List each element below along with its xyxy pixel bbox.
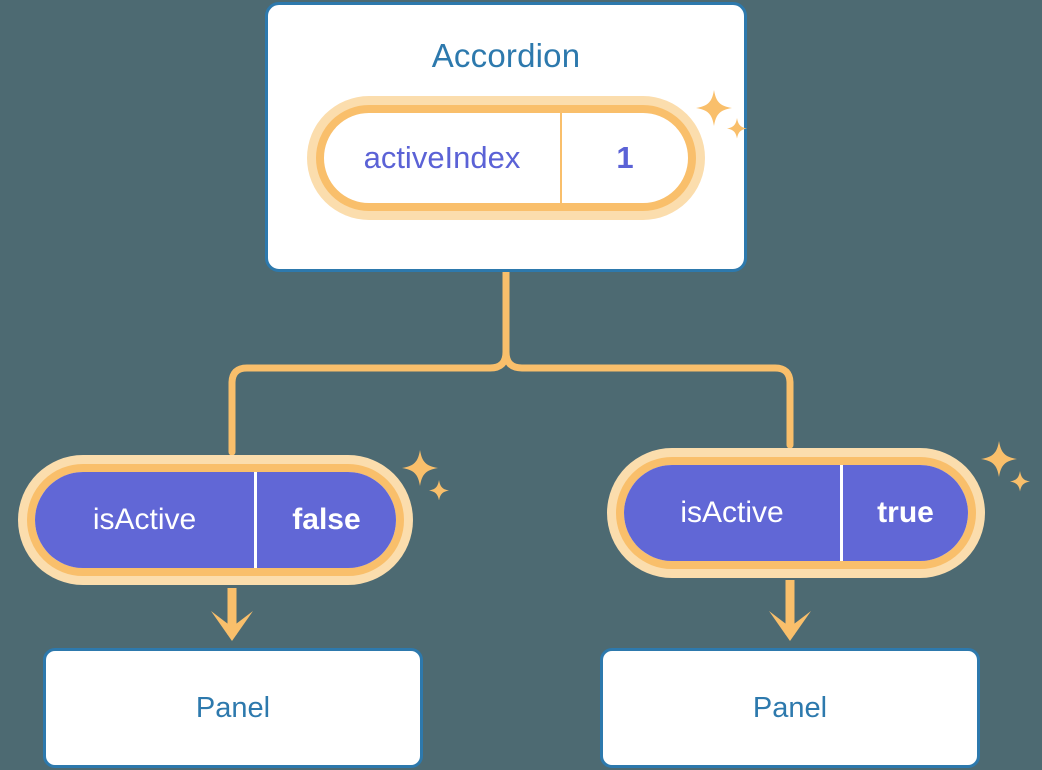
- state-value-label: false: [257, 472, 396, 568]
- panel-label: Panel: [752, 691, 828, 724]
- panel-label: Panel: [195, 691, 271, 724]
- sparkle-icon: [981, 441, 1030, 492]
- state-key-label: isActive: [35, 472, 257, 568]
- state-pill-isactive-true[interactable]: isActive true: [607, 448, 985, 578]
- state-pill-isactive-false[interactable]: isActive false: [18, 455, 413, 585]
- state-value-label: 1: [616, 140, 634, 175]
- panel-box-right[interactable]: Panel: [600, 648, 980, 768]
- state-pill-inner: activeIndex 1: [316, 105, 696, 211]
- panel-box-left[interactable]: Panel: [43, 648, 423, 768]
- state-pill-inner: isActive false: [27, 464, 404, 576]
- state-key-label: isActive: [624, 465, 843, 561]
- state-pill-activeindex[interactable]: activeIndex 1: [307, 96, 705, 220]
- state-key-label: activeIndex: [324, 113, 562, 203]
- state-pill-inner: isActive true: [616, 457, 976, 569]
- page-title: Accordion: [431, 37, 581, 74]
- state-value-label: true: [843, 465, 968, 561]
